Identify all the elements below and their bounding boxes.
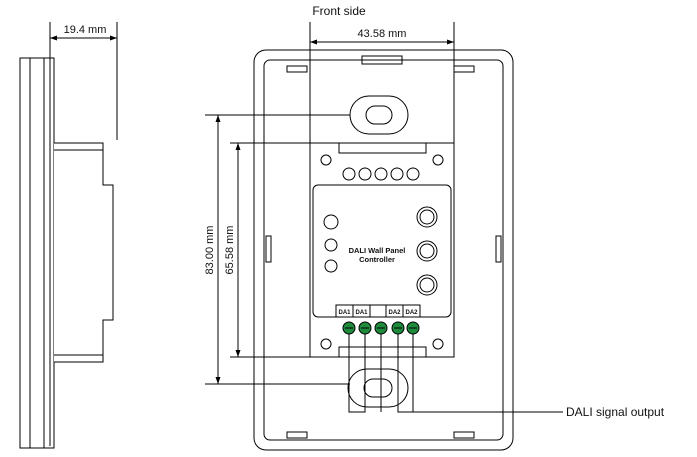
width-dimension (309, 22, 455, 143)
connector-pin (358, 167, 372, 181)
screw-hole (320, 338, 332, 350)
plate-outer (253, 49, 514, 451)
connector-pin (374, 167, 388, 181)
top-notch (361, 55, 403, 65)
led-indicator (324, 238, 338, 252)
signal-output-label: DALI signal output (566, 405, 665, 419)
module-bottom-tab (338, 346, 427, 358)
dimension-arrows (50, 35, 454, 384)
terminal-label: DA2 (388, 310, 401, 316)
device-name-line2: Controller (359, 255, 395, 264)
push-button (416, 240, 438, 262)
corner-tab (286, 431, 308, 439)
screw-hole (432, 154, 444, 166)
terminal-label: DA1 (338, 310, 351, 316)
side-view (19, 57, 114, 449)
corner-tab (453, 431, 475, 439)
mounting-hole-bottom (347, 368, 409, 408)
push-button-inner (419, 209, 435, 225)
led-indicator (323, 214, 339, 230)
device-name-line1: DALI Wall Panel (349, 246, 406, 255)
side-clip (265, 235, 272, 263)
terminal-label: DA1 (355, 310, 368, 316)
side-clip (495, 235, 502, 263)
side-view-body (54, 142, 114, 363)
push-button-inner (419, 277, 435, 293)
push-button-inner (419, 243, 435, 259)
connector-pin (406, 167, 420, 181)
depth-dimension (49, 22, 118, 140)
connector-pin (390, 167, 404, 181)
front-side-label: Front side (312, 4, 366, 18)
module-top-tab (338, 142, 427, 154)
led-indicator (324, 259, 338, 273)
width-label: 43.58 mm (358, 28, 407, 40)
push-button (416, 274, 438, 296)
side-view-frame (19, 57, 55, 449)
depth-label: 19.4 mm (64, 24, 107, 36)
plate-inner (263, 59, 504, 441)
height-inner-label: 65.58 mm (224, 226, 236, 275)
module (309, 142, 455, 358)
terminal-screws (342, 321, 420, 335)
terminal-label: DA2 (405, 310, 418, 316)
height-outer-label: 83.00 mm (204, 226, 216, 275)
push-button (416, 206, 438, 228)
height-dimension-outer (205, 114, 350, 385)
front-plate (253, 49, 514, 451)
terminal-block (335, 304, 421, 318)
corner-tab (453, 65, 475, 73)
signal-wires (348, 333, 563, 413)
connector-pin (342, 167, 356, 181)
mounting-hole-top (349, 95, 409, 135)
screw-hole (432, 338, 444, 350)
screw-hole (320, 154, 332, 166)
corner-tab (286, 65, 308, 73)
height-dimension-inner (230, 142, 310, 358)
